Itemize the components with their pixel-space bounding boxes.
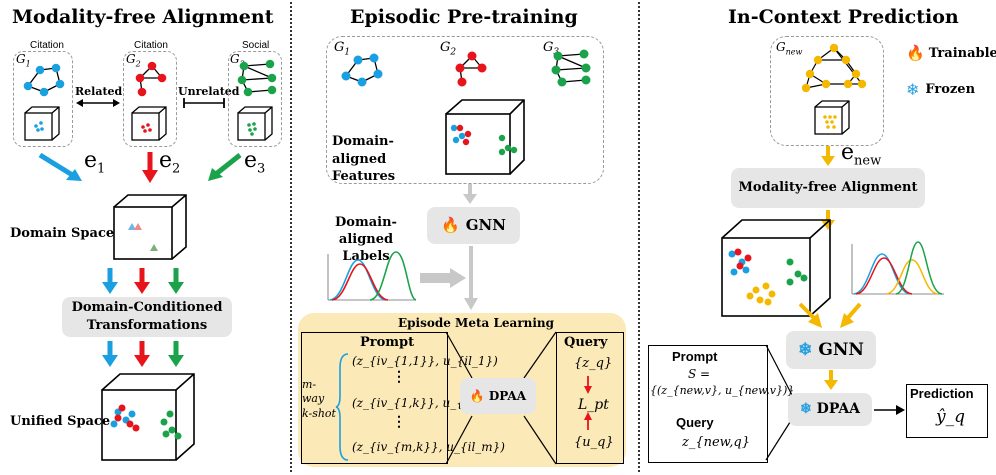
- graph-label-g2: G2: [126, 52, 141, 69]
- domain-aligned-labels-label: Domain-aligned Labels: [335, 215, 397, 264]
- space-to-gnn-arrows: [798, 302, 862, 328]
- prompt-to-dpaa-connector: [765, 344, 793, 461]
- inference-gnn-block: ❄GNN: [786, 331, 876, 369]
- inference-dpaa-block: ❄DPAA: [788, 393, 872, 426]
- legend-frozen-label: Frozen: [925, 82, 976, 97]
- inference-query-title: Query: [676, 415, 714, 430]
- related-arrow: [76, 99, 120, 107]
- labels-to-meta-arrow: [420, 268, 466, 288]
- gnn-to-dpaa-arrow: [824, 370, 838, 390]
- inference-space-cube: [721, 219, 831, 317]
- unrelated-connector: [183, 98, 225, 108]
- graph-g3-nodes: [237, 59, 277, 97]
- legend-trainable: 🔥 Trainable: [906, 44, 996, 62]
- embed-label-enew: enew: [841, 140, 882, 169]
- graph-domain-label: Citation: [30, 40, 64, 51]
- prompt-row: (z_{iv_{m,k}}, u_{il_m}): [352, 440, 505, 454]
- query-loss-arrows: [584, 376, 592, 430]
- graph-domain-label: Social: [242, 40, 270, 51]
- graph-card-g3: [228, 51, 282, 147]
- prompt-row: ⋮: [392, 369, 406, 385]
- unified-space-cube: [101, 373, 195, 461]
- unrelated-label: Unrelated: [178, 85, 240, 98]
- transform-arrows-out: [102, 341, 184, 367]
- prompt-title: Prompt: [360, 335, 415, 350]
- pretrain-graph-g1: [341, 53, 383, 87]
- section2-title: Episodic Pre-training: [350, 6, 578, 28]
- pretrain-graph-g2: [455, 51, 487, 87]
- prediction-box: [906, 384, 988, 438]
- snowflake-icon: ❄: [798, 339, 813, 360]
- separator-right: [638, 2, 640, 472]
- graph-label-g2: G2: [440, 40, 457, 58]
- domain-conditioned-transformations: Domain-Conditioned Transformations: [62, 297, 232, 337]
- separator-left: [290, 2, 292, 472]
- snowflake-icon: ❄: [906, 80, 920, 99]
- graph-g1-nodes: [23, 63, 65, 97]
- graph-label-gnew: Gnew: [776, 40, 803, 57]
- graph-domain-label: Citation: [134, 40, 168, 51]
- query-box: [556, 332, 624, 464]
- flame-icon: 🔥: [906, 44, 925, 62]
- pretrain-data-card: [326, 36, 604, 184]
- features-to-gnn-arrow: [463, 184, 477, 204]
- episode-meta-learning-title: Episode Meta Learning: [398, 316, 555, 330]
- snowflake-icon: ❄: [799, 401, 812, 418]
- gnn-to-meta-arrow: [464, 246, 478, 310]
- prediction-title: Prediction: [910, 386, 974, 401]
- prompt-dpaa-connector: [445, 331, 557, 465]
- prompt-row: ⋮: [392, 414, 406, 430]
- section3-title: In-Context Prediction: [728, 6, 959, 28]
- dpaa-to-prediction-arrow: [874, 405, 905, 415]
- inference-distribution-plot: [851, 241, 944, 295]
- graph-card-g1: [13, 51, 73, 147]
- prompt-brace: [335, 353, 349, 461]
- legend-trainable-label: Trainable: [928, 45, 996, 61]
- graph-g2-nodes: [135, 61, 167, 97]
- transform-arrows-in: [102, 268, 184, 294]
- graph-label-g1: G1: [16, 52, 31, 69]
- new-graph-cube: [814, 100, 850, 135]
- graph-card-g2: [123, 51, 177, 147]
- new-graph-card: [770, 36, 884, 146]
- prompt-row: (z_{iv_{1,1}}, u_{il_1}): [352, 354, 498, 368]
- embed-label-e1: e1: [84, 148, 106, 177]
- new-graph-nodes: [801, 43, 867, 93]
- pretrain-gnn-block: 🔥GNN: [427, 207, 520, 244]
- inference-prompt-query-box: [648, 345, 768, 463]
- cube-g1: [24, 106, 60, 141]
- features-cube: [445, 99, 525, 175]
- prediction-var: ŷ_q: [936, 407, 965, 427]
- unified-space-label: Unified Space: [10, 414, 111, 429]
- inference-prompt-set: S =: [688, 367, 711, 381]
- inference-prompt-title: Prompt: [672, 349, 718, 364]
- flame-icon: 🔥: [441, 216, 460, 235]
- domain-space-label: Domain Space: [10, 226, 115, 241]
- legend-frozen: ❄ Frozen: [906, 80, 975, 99]
- inference-alignment-block: Modality-free Alignment: [731, 168, 925, 208]
- section1-title: Modality-free Alignment: [12, 6, 274, 28]
- domain-space-cube: [113, 194, 187, 260]
- flame-icon: 🔥: [469, 388, 485, 403]
- cube-g3: [237, 106, 273, 141]
- query-title: Query: [564, 335, 608, 350]
- embed-label-e3: e3: [244, 148, 266, 177]
- pretrain-graph-g3: [551, 49, 591, 87]
- domain-aligned-features-label: Domain-aligned Features: [332, 134, 396, 185]
- way-shot-label: m-way k-shot: [302, 378, 336, 420]
- new-embed-arrow: [821, 146, 835, 166]
- embed-label-e2: e2: [159, 148, 181, 177]
- query-z: {z_q}: [574, 356, 613, 371]
- cube-g2: [131, 106, 167, 141]
- query-u: {u_q}: [574, 435, 614, 450]
- related-label: Related: [75, 85, 123, 98]
- inference-query-var: z_{new,q}: [682, 435, 750, 450]
- label-distribution-plot: [327, 251, 417, 301]
- inference-prompt-pairs: {(z_{new,v}, u_{new,v})}: [650, 384, 795, 397]
- embed-arrows: [38, 152, 242, 183]
- prompt-box: [301, 332, 448, 464]
- pretrain-dpaa-block: 🔥DPAA: [460, 378, 536, 414]
- loss-pt: L_pt: [578, 397, 609, 413]
- graph-label-g1: G1: [334, 40, 351, 58]
